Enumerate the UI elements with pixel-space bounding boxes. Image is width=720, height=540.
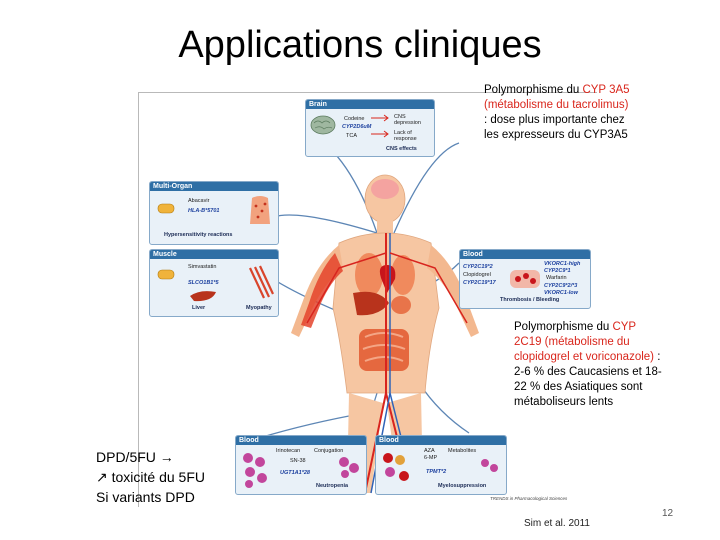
note-cyp2c19-rest: : 2-6 % des Caucasiens et 18-22 % des As… bbox=[514, 351, 662, 408]
neutrophil-icon bbox=[339, 457, 359, 478]
blood-aza-caption: Myelosuppression bbox=[438, 483, 487, 489]
note-cyp2c19-prefix: Polymorphisme du bbox=[514, 321, 613, 333]
brain-gene-cyp2d6: CYP2D6uM bbox=[342, 124, 372, 130]
muscle-caption-myopathy: Myopathy bbox=[246, 305, 272, 311]
torso-rash-icon bbox=[250, 196, 270, 224]
blood-anticoagulant-caption: Thrombosis / Bleeding bbox=[500, 297, 560, 303]
note-cyp2c19-gene: CYP 2C19 (métabolisme du clopidogrel et … bbox=[514, 321, 654, 363]
arrow-icon bbox=[371, 114, 389, 138]
blood-anticoagulant-panel-header: Blood bbox=[460, 250, 590, 259]
pill-icon bbox=[157, 269, 175, 280]
blood-anticoagulant-panel: Blood VKORC1-high CYP2C19*2 CYP2C9*1 Clo… bbox=[459, 249, 591, 309]
muscle-panel-header: Muscle bbox=[150, 250, 278, 259]
multi-organ-gene-hla: HLA-B*5701 bbox=[188, 208, 220, 214]
blood-aza-panel-header: Blood bbox=[376, 436, 506, 445]
note-cyp3a5-gene: CYP 3A5 (métabolisme du tacrolimus) bbox=[484, 84, 630, 111]
blood-process-conjugation: Conjugation bbox=[314, 448, 344, 454]
brain-effect-cns-depression: CNS depression bbox=[394, 114, 421, 126]
brain-drug-tca: TCA bbox=[346, 133, 357, 139]
dpd-note-line1: DPD/5FU → bbox=[96, 449, 174, 465]
bone-marrow-icon bbox=[481, 459, 498, 472]
note-cyp3a5-rest: : dose plus importante chez les expresse… bbox=[484, 114, 628, 141]
figure-credit: TRENDS in Pharmacological Sciences bbox=[490, 496, 568, 501]
brain-effect-lack-of-response: Lack of response bbox=[394, 130, 417, 142]
brain-icon bbox=[310, 115, 336, 135]
dpd-note: DPD/5FU → ↗ toxicité du 5FU Si variants … bbox=[96, 447, 205, 507]
slide-title: Applications cliniques bbox=[178, 24, 542, 66]
blood-irinotecan-caption: Neutropenia bbox=[316, 483, 349, 489]
liver-icon bbox=[190, 291, 216, 302]
human-body-illustration bbox=[256, 132, 479, 494]
blood-aza-panel: Blood AZA 6-MP Metabolites TPMT*2 Myelos… bbox=[375, 435, 507, 495]
blood-drug-aza: AZA bbox=[424, 448, 435, 454]
multi-organ-drug-abacavir: Abacavir bbox=[188, 198, 210, 204]
multi-organ-panel: Multi-Organ Abacavir HLA-B*5701 Hypersen… bbox=[149, 181, 279, 245]
blood-gene-cyp2c9-2-3: CYP2C9*2/*3 bbox=[544, 283, 578, 289]
note-cyp3a5: Polymorphisme du CYP 3A5 (métabolisme du… bbox=[484, 83, 630, 143]
blood-gene-vkorc1-high: VKORC1-high bbox=[544, 261, 581, 267]
citation: Sim et al. 2011 bbox=[524, 518, 590, 529]
muscle-drug-simvastatin: Simvastatin bbox=[188, 264, 217, 270]
brain-caption: CNS effects bbox=[386, 146, 417, 152]
muscle-fiber-icon bbox=[249, 265, 274, 299]
multi-organ-caption: Hypersensitivity reactions bbox=[164, 232, 233, 238]
blood-drug-irinotecan: Irinotecan bbox=[276, 448, 301, 454]
dpd-note-line2: ↗ toxicité du 5FU bbox=[96, 469, 205, 485]
blood-gene-tpmt: TPMT*2 bbox=[426, 469, 447, 475]
blood-cells-icon bbox=[243, 453, 267, 488]
brain-panel-header: Brain bbox=[306, 100, 434, 109]
blood-gene-cyp2c19-17: CYP2C19*17 bbox=[463, 280, 496, 286]
blood-vessel-icon bbox=[510, 270, 540, 288]
blood-metabolite-sn38: SN-38 bbox=[290, 458, 306, 464]
page-number: 12 bbox=[662, 508, 674, 519]
note-cyp2c19: Polymorphisme du CYP 2C19 (métabolisme d… bbox=[514, 320, 664, 410]
muscle-caption-liver: Liver bbox=[192, 305, 206, 311]
pharmacogenomics-figure: Brain Codeine CYP2D6uM TCA CNS depressio… bbox=[138, 92, 597, 507]
blood-drug-clopidogrel: Clopidogrel bbox=[463, 272, 491, 278]
blood-gene-cyp2c9-1: CYP2C9*1 bbox=[544, 268, 571, 274]
brain-drug-codeine: Codeine bbox=[344, 116, 365, 122]
dpd-note-line3: Si variants DPD bbox=[96, 489, 195, 505]
blood-process-metabolites: Metabolites bbox=[448, 448, 477, 454]
blood-cells-icon bbox=[383, 453, 409, 481]
note-cyp3a5-prefix: Polymorphisme du bbox=[484, 84, 583, 96]
blood-drug-6mp: 6-MP bbox=[424, 455, 438, 461]
pill-icon bbox=[157, 203, 175, 214]
blood-irinotecan-panel-header: Blood bbox=[236, 436, 366, 445]
muscle-panel: Muscle Simvastatin SLCO1B1*5 Liver Myopa… bbox=[149, 249, 279, 317]
multi-organ-panel-header: Multi-Organ bbox=[150, 182, 278, 191]
blood-gene-cyp2c19-2: CYP2C19*2 bbox=[463, 264, 493, 270]
brain-panel: Brain Codeine CYP2D6uM TCA CNS depressio… bbox=[305, 99, 435, 157]
blood-drug-warfarin: Warfarin bbox=[546, 275, 567, 281]
blood-gene-ugt1a1: UGT1A1*28 bbox=[280, 470, 310, 476]
muscle-gene-slco1b1: SLCO1B1*5 bbox=[188, 280, 219, 286]
blood-gene-vkorc1-low: VKORC1-low bbox=[544, 290, 578, 296]
blood-irinotecan-panel: Blood Irinotecan Conjugation SN-38 UGT1A… bbox=[235, 435, 367, 495]
